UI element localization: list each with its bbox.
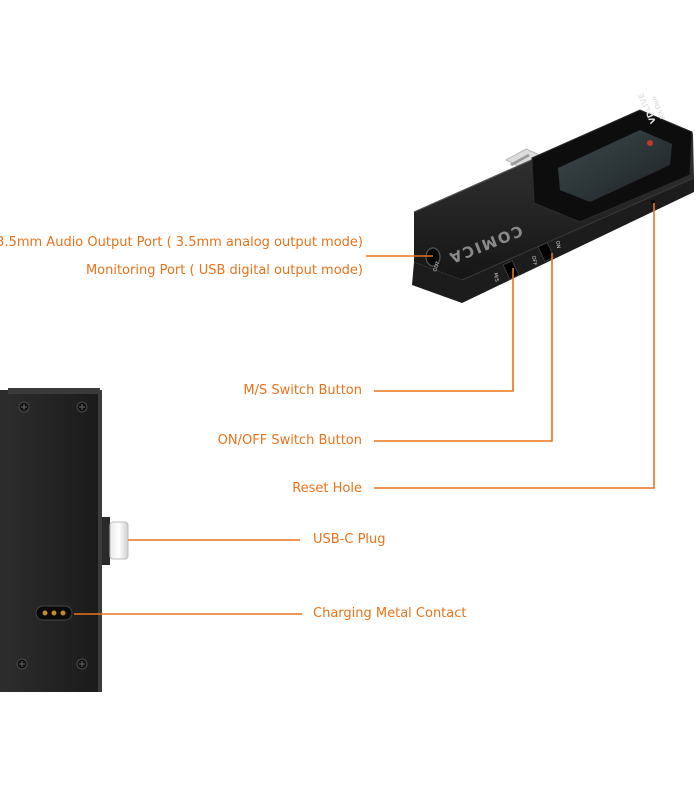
screw: [76, 658, 88, 670]
screw: [76, 401, 88, 413]
screw: [16, 658, 28, 670]
callout-audio-output-port: 3.5mm Audio Output Port ( 3.5mm analog o…: [0, 235, 363, 250]
status-led: [647, 140, 653, 146]
callout-charging-contact: Charging Metal Contact: [313, 606, 467, 621]
leader-onoff-switch: [374, 253, 553, 442]
callout-usbc-plug: USB-C Plug: [313, 532, 386, 547]
callout-reset-hole: Reset Hole: [292, 481, 362, 496]
receiver-side-view: [0, 388, 129, 692]
ms-label: M/S: [492, 272, 500, 282]
onoff-switch: OFF ON: [530, 240, 561, 266]
callout-monitoring-port: Monitoring Port ( USB digital output mod…: [85, 263, 363, 278]
screw: [18, 401, 30, 413]
usbc-plug-side: [102, 517, 129, 565]
charging-contacts: [35, 605, 73, 621]
callout-onoff-switch: ON/OFF Switch Button: [217, 433, 362, 448]
ms-switch: M/S: [492, 260, 520, 282]
leader-lines: [74, 203, 655, 615]
receiver-angled-view: VDLIVE RX Duo COMICA OUT M/S OFF ON: [412, 91, 695, 303]
on-label: ON: [554, 240, 561, 249]
lcd-screen: [558, 130, 672, 202]
audio-port: OUT: [425, 247, 442, 273]
leader-reset-hole: [374, 203, 655, 489]
out-label: OUT: [432, 260, 442, 273]
leader-ms-switch: [374, 268, 514, 392]
off-label: OFF: [530, 255, 538, 266]
callout-ms-switch: M/S Switch Button: [243, 383, 362, 398]
